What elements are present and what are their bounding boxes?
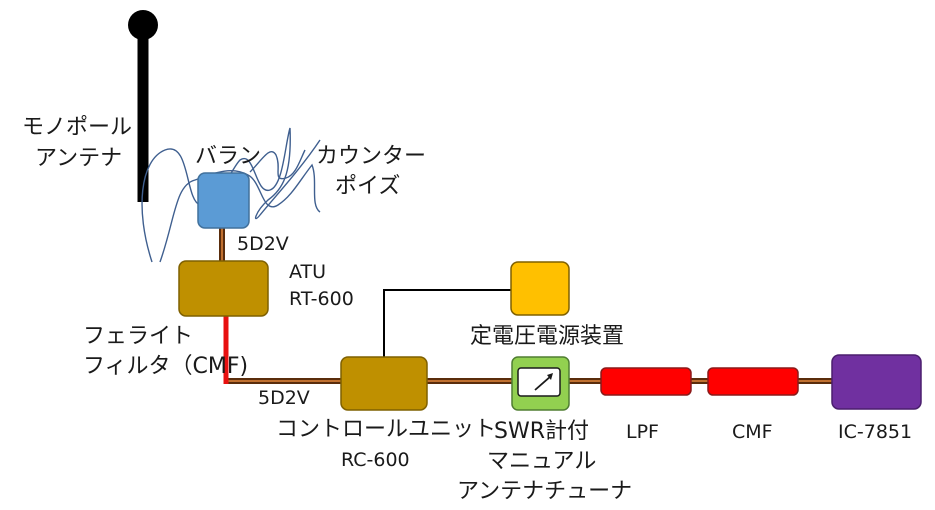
atu-label-1: ATU — [289, 261, 326, 283]
control-unit-label-2: RC-600 — [341, 449, 410, 471]
lpf-label: LPF — [626, 421, 659, 443]
cable-lower-label: 5D2V — [258, 387, 310, 409]
control-unit-label-1: コントロールユニット — [276, 417, 496, 442]
cmf-box — [707, 367, 799, 396]
antenna-tip-icon — [128, 10, 158, 40]
ferrite-label-1: フェライト — [83, 324, 193, 349]
counterpoise-label-2: ポイズ — [335, 174, 400, 199]
control-unit-box — [340, 356, 428, 411]
balun-label: バラン — [195, 144, 261, 169]
tuner-label-3: アンテナチューナ — [457, 479, 632, 504]
power-supply-label: 定電圧電源装置 — [470, 324, 624, 349]
radio-label: IC-7851 — [838, 421, 912, 443]
counterpoise-label-1: カウンター — [316, 144, 426, 169]
tuner-label-2: マニュアル — [487, 449, 596, 474]
counterpoise-wires — [141, 127, 321, 263]
meter-icon — [517, 367, 561, 397]
lpf-box — [600, 367, 692, 396]
control-cable — [383, 289, 512, 358]
balun-box — [197, 172, 250, 229]
cmf-label: CMF — [732, 421, 773, 443]
cable-upper-label: 5D2V — [237, 233, 289, 255]
monopole-antenna — [128, 10, 158, 202]
radio-box — [831, 354, 922, 410]
power-supply-box — [510, 261, 570, 316]
atu-box — [178, 260, 269, 317]
atu-label-2: RT-600 — [289, 288, 354, 310]
monopole-label-2: アンテナ — [35, 146, 122, 171]
tuner-label-1: SWR計付 — [494, 419, 589, 444]
ferrite-label-2: フィルタ（CMF) — [83, 354, 248, 379]
swr-tuner — [511, 356, 570, 411]
monopole-label-1: モノポール — [22, 115, 132, 140]
